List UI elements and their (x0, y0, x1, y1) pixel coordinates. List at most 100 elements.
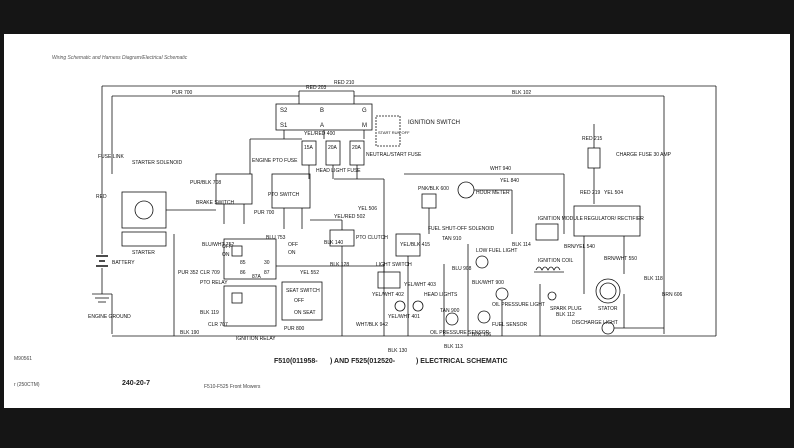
terminal-s1: S1 (280, 123, 288, 129)
stator-label: STATOR (598, 306, 618, 312)
wire-label: RED 210 (334, 80, 355, 86)
title-text: ) ELECTRICAL SCHEMATIC (416, 358, 508, 365)
wire-label: PUR 800 (284, 326, 305, 332)
relay-terminal: 87A (252, 274, 262, 280)
page-number: 240-20-7 (122, 380, 151, 387)
wire-label: RED (96, 194, 107, 200)
wire-label: BLU 908 (452, 266, 472, 272)
pto-switch-label: PTO SWITCH (268, 192, 300, 198)
regulator-label: REGULATOR/ RECTIFIER (584, 216, 644, 222)
pto-relay-label: PTO RELAY (200, 280, 228, 286)
relay-terminal: 86 (240, 270, 246, 276)
hour-meter-label: HOUR METER (476, 190, 510, 196)
wire-label: YEL 504 (604, 190, 623, 196)
engine-ground-label: ENGINE GROUND (88, 314, 131, 320)
schematic-page: Wiring Schematic and Harness Diagram/Ele… (4, 34, 790, 408)
wire-label: YEL 840 (500, 178, 519, 184)
terminal-b: B (320, 108, 324, 114)
seat-off-label: OFF (294, 298, 304, 304)
start-run-off-label: START RUN OFF (378, 130, 410, 135)
model-ref: F510-F525 Front Mowers (204, 384, 261, 390)
ignition-module-label: IGNITION MODULE (538, 216, 584, 222)
engine-pto-fuse-label: ENGINE PTO FUSE (252, 158, 298, 164)
ignition-relay-box (223, 285, 277, 327)
seat-on-label: ON SEAT (294, 310, 316, 316)
low-fuel-light-label: LOW FUEL LIGHT (476, 248, 518, 254)
oil-pressure-sensor-label: OIL PRESSURE SENSOR (430, 330, 490, 336)
wire-label: BRN/WHT 550 (604, 256, 637, 262)
wire-label: BLK 130 (388, 348, 407, 354)
relay-terminal: 87 (264, 270, 270, 276)
switch-state-on: ON (288, 250, 296, 256)
wire-label: BLK 128 (330, 262, 349, 268)
wire-label: TAN 900 (440, 308, 460, 314)
regulator-rectifier-box (573, 205, 641, 237)
charge-fuse-label: CHARGE FUSE 30 AMP (616, 152, 672, 158)
wire-label: YEL 506 (358, 206, 377, 212)
wire-label: CLR 709 (200, 270, 220, 276)
wire-label: BLU/WHT 752 (202, 242, 234, 248)
fuel-sensor-label: FUEL SENSOR (492, 322, 527, 328)
terminal-s2: S2 (280, 108, 288, 114)
wire-label: YEL/WHT 402 (372, 292, 404, 298)
wire-label: BRN/YEL 540 (564, 244, 595, 250)
wire-label: PUR 352 (178, 270, 199, 276)
wire-label: BLU 753 (266, 235, 286, 241)
stator-coil (595, 278, 621, 304)
fuse-link-label: FUSE LINK (98, 154, 125, 160)
brake-switch-box (215, 173, 253, 205)
wire-label: BLK 119 (200, 310, 219, 316)
pto-switch-box (271, 173, 311, 209)
wire-label: YEL/WHT 401 (388, 314, 420, 320)
pto-relay-box (223, 238, 277, 280)
title-model-b: ) AND F525(012520- (330, 358, 396, 365)
source-ref: r (250CTM) (14, 382, 40, 388)
fuse-rating: 20A (352, 145, 362, 151)
ignition-switch-label: IGNITION SWITCH (408, 120, 460, 126)
wire-label: PUR/BLK 708 (190, 180, 221, 186)
wire-label: RED 203 (306, 85, 327, 91)
oil-pressure-light-label: OIL PRESSURE LIGHT (492, 302, 545, 308)
discharge-light-label: DISCHARGE LIGHT (572, 320, 618, 326)
diagram-code: M90561 (14, 356, 33, 362)
starter-solenoid-box (121, 191, 167, 229)
switch-state-on: ON (222, 252, 230, 258)
light-switch-label: LIGHT SWITCH (376, 262, 412, 268)
brake-switch-label: BRAKE SWITCH (196, 200, 234, 206)
wire-label: PUR 700 (172, 90, 193, 96)
relay-terminal: 85 (240, 260, 246, 266)
page-header: Wiring Schematic and Harness Diagram/Ele… (52, 55, 188, 61)
relay-terminal: 30 (264, 260, 270, 266)
seat-switch-box (281, 281, 323, 321)
wire-label: BLK/WHT 900 (472, 280, 504, 286)
neutral-start-fuse-label: NEUTRAL/START FUSE (366, 152, 422, 158)
wire-label: CLR 707 (208, 322, 228, 328)
switch-state-off: OFF (288, 242, 298, 248)
wire-label: BLK 102 (512, 90, 531, 96)
wire-label: YEL/RED 502 (334, 214, 365, 220)
wire-label: BLK 113 (444, 344, 463, 350)
spark-plug-label: SPARK PLUG (550, 306, 582, 312)
wire-label: WHT/BLK 942 (356, 322, 388, 328)
wire-label: BLK 190 (180, 330, 199, 336)
wire-label: YEL 552 (300, 270, 319, 276)
starter-box (121, 231, 167, 247)
starter-label: STARTER (132, 250, 155, 256)
terminal-g: G (362, 108, 367, 114)
headlight-fuse-label: HEAD LIGHT FUSE (316, 168, 361, 174)
ignition-relay-label: IGNITION RELAY (236, 336, 276, 342)
wiring-diagram: RED 210 PUR 700 BLK 102 RED 203 S2 B G S… (88, 80, 717, 354)
ignition-coil-label: IGNITION COIL (538, 258, 574, 264)
wire-label: BRN 606 (662, 292, 683, 298)
fuse-rating: 15A (304, 145, 314, 151)
fuel-shutoff-label: FUEL SHUT-OFF SOLENOID (428, 226, 495, 232)
wire-label: PNK/BLK 600 (418, 186, 449, 192)
seat-switch-label: SEAT SWITCH (286, 288, 320, 294)
terminal-m: M (362, 123, 367, 129)
switch-state-off: OFF (222, 244, 232, 250)
wire-label: YEL/WHT 403 (404, 282, 436, 288)
fuse-rating: 20A (328, 145, 338, 151)
wire-label: PUR 700 (254, 210, 275, 216)
wire-label: YEL/RED 400 (304, 131, 335, 137)
light-switch-box (377, 271, 401, 289)
